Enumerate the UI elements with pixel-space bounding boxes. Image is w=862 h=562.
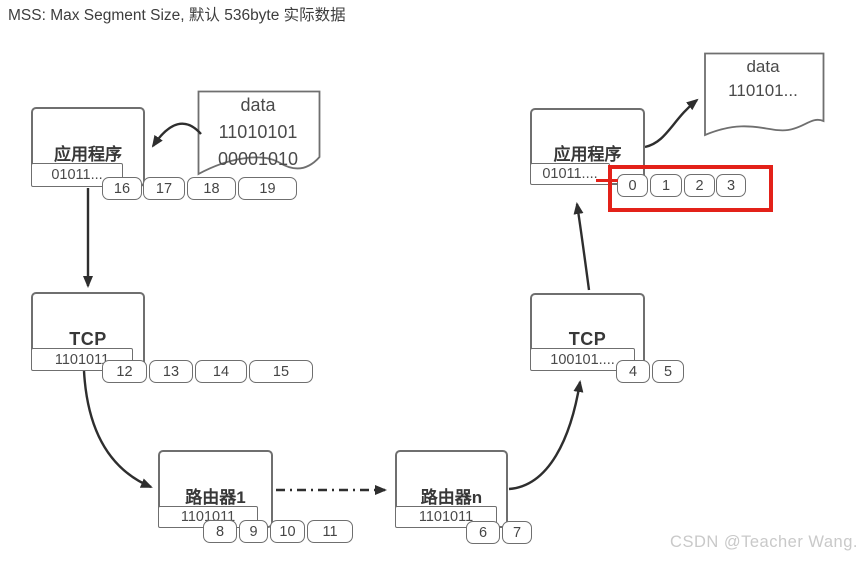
segment-0: 0 <box>617 174 648 197</box>
segment-1: 1 <box>650 174 682 197</box>
segment-14: 14 <box>195 360 247 383</box>
highlight-tick <box>596 179 618 182</box>
segment-10: 10 <box>270 520 305 543</box>
doc-line: 00001010 <box>217 149 299 169</box>
tcp-right-label: TCP <box>568 329 607 349</box>
segment-19: 19 <box>238 177 297 200</box>
segment-12: 12 <box>102 360 147 383</box>
received-data-document: data 110101... <box>705 55 821 103</box>
doc-line: data <box>240 95 276 115</box>
tcp-left-label: TCP <box>69 329 107 349</box>
received-data-document-shape <box>704 52 825 137</box>
tcp-right-buffer: 100101.... <box>530 348 635 371</box>
doc-line: data <box>746 57 780 76</box>
segment-13: 13 <box>149 360 193 383</box>
segment-4: 4 <box>616 360 650 383</box>
segment-17: 17 <box>143 177 185 200</box>
segment-2: 2 <box>684 174 715 197</box>
highlight-rectangle <box>608 165 773 212</box>
segment-18: 18 <box>187 177 236 200</box>
segment-8: 8 <box>203 520 237 543</box>
router1-label: 路由器1 <box>185 488 246 507</box>
watermark: CSDN @Teacher Wang. <box>670 533 858 551</box>
segment-9: 9 <box>239 520 268 543</box>
segment-5: 5 <box>652 360 684 383</box>
arrow-tcp-right-to-app-icon <box>573 202 591 291</box>
arrow-tcp-left-to-router1-icon <box>82 370 153 489</box>
segment-6: 6 <box>466 521 500 544</box>
doc-line: 110101... <box>728 81 798 100</box>
doc-line: 11010101 <box>218 122 298 142</box>
segment-11: 11 <box>307 520 353 543</box>
routern-label: 路由器n <box>420 488 483 507</box>
app-left-label: 应用程序 <box>54 145 122 164</box>
source-data-document: data 11010101 00001010 <box>199 92 317 173</box>
source-data-document-shape <box>197 90 321 176</box>
arrow-data-to-app-left-icon <box>151 122 202 148</box>
segment-15: 15 <box>249 360 313 383</box>
arrow-routern-to-tcp-right-icon <box>508 380 584 491</box>
arrow-app-right-to-data-icon <box>644 98 699 149</box>
segment-3: 3 <box>716 174 746 197</box>
segment-7: 7 <box>502 521 532 544</box>
segment-16: 16 <box>102 177 142 200</box>
page-title: MSS: Max Segment Size, 默认 536byte 实际数据 <box>8 7 346 24</box>
app-right-label: 应用程序 <box>553 145 622 164</box>
